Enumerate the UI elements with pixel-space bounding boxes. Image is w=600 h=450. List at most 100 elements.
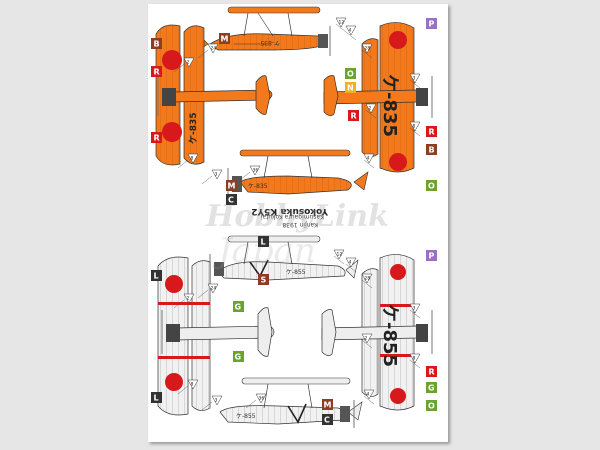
svg-text:O: O <box>428 402 435 411</box>
callout-number: 4 <box>367 156 370 162</box>
callout-triangle <box>183 57 195 68</box>
callout-number: 24 <box>211 286 217 292</box>
svg-text:O: O <box>347 70 354 79</box>
badge-N: N <box>345 82 356 93</box>
callout-triangle <box>361 333 373 344</box>
svg-text:N: N <box>347 84 354 93</box>
callout-number: 36 <box>253 168 259 174</box>
callout-number: 8 <box>413 356 416 362</box>
badge-R: R <box>348 110 359 121</box>
callout-triangle <box>211 169 223 180</box>
badge-O: O <box>345 68 356 79</box>
callout-triangle <box>345 25 357 36</box>
callout-leader <box>201 401 213 411</box>
svg-text:L: L <box>261 238 266 247</box>
callout-triangle <box>361 43 373 54</box>
badge-L: L <box>258 236 269 247</box>
callout-leader <box>177 385 189 395</box>
callout-triangle <box>363 153 375 164</box>
badge-B: B <box>426 144 437 155</box>
side-code-bottom-silver: ケ-855 <box>236 413 256 420</box>
side-code-top: ケ-835 <box>260 39 280 46</box>
orange-side-view-bottom: ケ-835 <box>227 149 369 198</box>
badge-R: R <box>151 132 162 143</box>
callout-leader <box>363 395 375 405</box>
svg-text:G: G <box>235 353 242 362</box>
callout-number: 4 <box>349 28 352 34</box>
watermark: HobbyLink Japan <box>205 199 389 271</box>
callout-number: 4 <box>367 392 370 398</box>
callout-triangle <box>361 273 373 284</box>
svg-text:R: R <box>429 368 435 377</box>
callout-leader <box>361 339 373 349</box>
svg-text:G: G <box>235 303 242 312</box>
callout-leader <box>335 23 347 33</box>
badge-B: B <box>151 38 162 49</box>
decal-sheet: ケ-835 ケ-835 ケ-835 ケ-835 <box>148 4 448 442</box>
svg-text:M: M <box>228 182 236 191</box>
svg-text:M: M <box>324 401 332 410</box>
scheme-title-block: Yokosuka K5Y2 Kasumigaura Kokutai Kanjin… <box>251 206 329 228</box>
callout-number: 12 <box>337 252 343 258</box>
svg-text:M: M <box>221 35 229 44</box>
badge-G: G <box>426 382 437 393</box>
svg-text:P: P <box>429 20 435 29</box>
side-code-top-silver: ケ-855 <box>286 269 306 276</box>
callout-number: 8 <box>413 124 416 130</box>
callout-triangle <box>187 153 199 164</box>
callout-leader <box>409 79 421 89</box>
silver-planform-left <box>157 256 275 416</box>
callout-leader <box>361 49 373 59</box>
badge-M: M <box>322 399 333 410</box>
callout-number: 2 <box>187 60 190 66</box>
callout-leader <box>333 255 345 265</box>
callout-number: 3 <box>413 76 416 82</box>
callout-triangle <box>183 293 195 304</box>
decal-drawing: ケ-835 ケ-835 ケ-835 ケ-835 <box>151 6 437 428</box>
svg-text:C: C <box>228 196 234 205</box>
sheet-title: Yokosuka K5Y2 <box>251 206 329 216</box>
svg-text:L: L <box>154 272 159 281</box>
callout-leader <box>361 279 373 289</box>
svg-text:L: L <box>154 394 159 403</box>
svg-text:R: R <box>351 112 357 121</box>
badge-P: P <box>426 18 437 29</box>
callout-triangle <box>335 17 347 28</box>
callout-leader <box>173 63 185 73</box>
silver-side-view-top: ケ-855 <box>209 235 359 286</box>
badge-L: L <box>151 270 162 281</box>
svg-text:P: P <box>429 252 435 261</box>
svg-text:R: R <box>429 128 435 137</box>
callout-leader <box>365 109 377 119</box>
callout-triangle <box>409 353 421 364</box>
callout-triangle <box>409 73 421 84</box>
svg-text:R: R <box>154 68 160 77</box>
callout-number: 2 <box>369 106 372 112</box>
callout-leader <box>197 289 209 299</box>
callout-triangle <box>365 103 377 114</box>
callout-triangle <box>363 389 375 400</box>
callout-number: 4 <box>349 260 352 266</box>
side-code-bottom-orange: ケ-835 <box>248 183 268 190</box>
badge-R: R <box>151 66 162 77</box>
callout-leader <box>197 49 209 59</box>
callout-number: 36 <box>259 396 265 402</box>
badge-O: O <box>426 400 437 411</box>
callout-triangle <box>409 121 421 132</box>
svg-text:R: R <box>154 134 160 143</box>
badge-M: M <box>219 33 230 44</box>
badge-C: C <box>322 414 333 425</box>
callout-number: 8 <box>191 382 194 388</box>
callout-triangle <box>345 257 357 268</box>
callout-leader <box>177 159 189 169</box>
callout-leader <box>345 263 357 273</box>
svg-text:B: B <box>154 40 160 49</box>
callout-leader <box>345 31 357 41</box>
callout-number: 2 <box>365 336 368 342</box>
badge-M: M <box>226 180 237 191</box>
callout-leader <box>409 359 421 369</box>
callout-triangle <box>207 43 219 54</box>
sheet-subtitle: Kasumigaura Kokutai <box>260 213 324 220</box>
callout-leader <box>173 299 185 309</box>
